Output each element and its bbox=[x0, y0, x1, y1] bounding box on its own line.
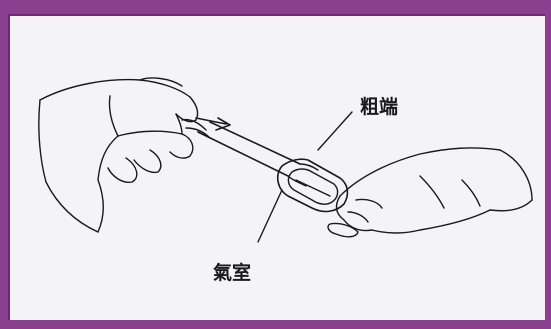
thick-end-label: 粗端 bbox=[360, 96, 399, 118]
illustration-panel bbox=[8, 14, 545, 320]
air-chamber-leader-line bbox=[257, 189, 283, 243]
thermometer bbox=[195, 117, 349, 213]
left-hand bbox=[38, 77, 211, 233]
thick-end-leader-line bbox=[317, 111, 353, 151]
air-chamber-label: 氣室 bbox=[213, 262, 252, 284]
right-hand bbox=[327, 147, 533, 238]
